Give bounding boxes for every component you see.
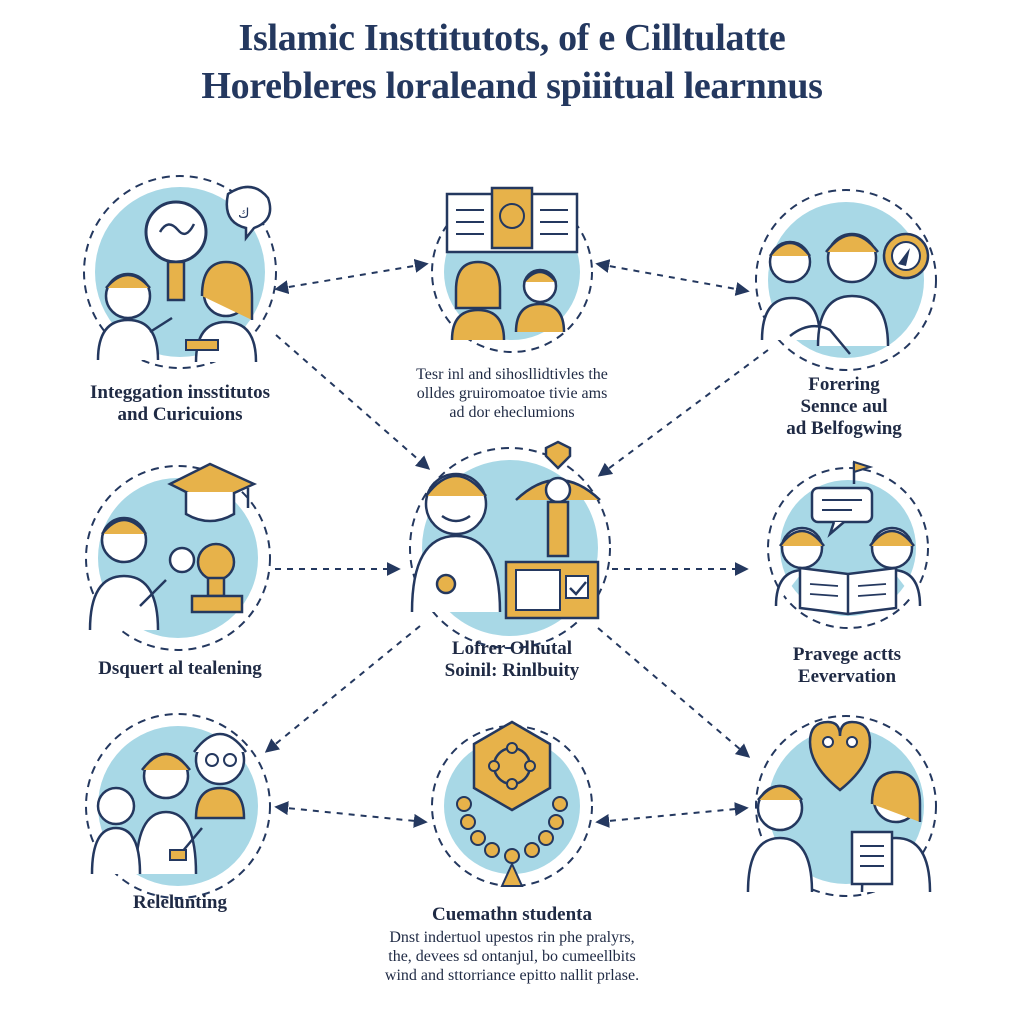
label-bottom-center: Cuemathn studenta [342, 904, 682, 926]
label-line: Lofrer Olhutal [451, 638, 573, 659]
desc-line: Tesr inl and sihosllidtivles the [416, 366, 608, 383]
label-line: Forering [808, 374, 880, 395]
label-line: and Curicuions [117, 404, 243, 425]
label-bottom-left: Relelunting [60, 892, 300, 914]
student-icon [450, 260, 506, 341]
desc-line: wind and sttorriance epitto nallit prlas… [384, 967, 640, 984]
document-icon [850, 830, 894, 886]
book-icon [445, 186, 579, 254]
desc-bottom-center: Dnst indertuol upestos rin phe pralyrs, … [322, 928, 702, 985]
svg-text:ك: ك [238, 206, 250, 222]
label-line: Dsquert al tealening [98, 658, 262, 679]
mosque-icon [515, 440, 601, 558]
prayer-beads-icon [456, 720, 568, 887]
desc-line: olldes gruiromoatoe tivie ams [416, 385, 608, 402]
label-line: Soinil: Rinlbuity [444, 660, 580, 681]
compass-icon [882, 232, 930, 280]
arrow-bottomcenter-bottomright [595, 802, 749, 828]
label-center: Lofrer Olhutal Soinil: Rinlbuity [372, 638, 652, 682]
chat-icon [810, 486, 874, 538]
heart-icon [808, 720, 872, 792]
graduation-cap-icon [167, 462, 258, 523]
label-line: Eevervation [797, 666, 897, 687]
node-middle-right [767, 460, 929, 629]
student-icon [96, 272, 173, 361]
teacher-icon [789, 232, 890, 355]
label-line: Sennce aul [800, 396, 888, 417]
node-bottom-center [431, 720, 593, 887]
label-line: Pravege actts [792, 644, 902, 665]
student-icon [868, 526, 922, 607]
label-top-right: Forering Sennce aul ad Belfogwing [724, 374, 964, 440]
student-icon [514, 268, 566, 333]
student-icon [760, 240, 822, 341]
arrow-topleft-center [275, 334, 431, 470]
label-line: Relelunting [133, 892, 227, 913]
node-top-left: ك [83, 175, 277, 369]
label-line: Integgation insstitutos [90, 382, 270, 403]
book-icon [798, 566, 898, 616]
teacher-icon [192, 732, 248, 820]
node-top-right [755, 189, 937, 371]
student-icon [746, 784, 814, 893]
student-icon [90, 786, 142, 875]
label-middle-right: Pravege actts Eevervation [712, 644, 982, 688]
node-top-center [431, 186, 593, 353]
connector-arrows [264, 258, 769, 828]
title-line-1: Islamic Insttitutots, of e Cilltulatte [238, 17, 786, 59]
arrow-topcenter-topright [595, 259, 750, 296]
flag-icon [852, 460, 874, 484]
arrow-center-bottomright [597, 627, 751, 758]
gear-icon [435, 573, 457, 595]
label-top-left: Integgation insstitutos and Curicuions [40, 382, 320, 426]
speech-bubble-icon: ك [225, 185, 272, 242]
teacher-icon [410, 472, 502, 613]
desc-line: Dnst indertuol upestos rin phe pralyrs, [389, 929, 635, 946]
student-icon [134, 752, 203, 875]
node-center [409, 440, 611, 649]
teacher-icon [88, 516, 167, 631]
desc-line: ad dor eheclumions [449, 404, 575, 421]
trophy-icon [168, 542, 244, 614]
label-middle-left: Dsquert al tealening [40, 658, 320, 680]
teacher-icon [185, 260, 258, 363]
label-line: ad Belfogwing [786, 418, 902, 439]
desc-line: the, devees sd ontanjul, bo cumeellbits [388, 948, 636, 965]
arrow-center-bottomleft [264, 625, 421, 753]
desc-top-center: Tesr inl and sihosllidtivles the olldes … [352, 365, 672, 422]
label-line: Cuemathn studenta [432, 904, 592, 925]
title-line-2: Horebleres loraleand spiiitual learnnus [201, 65, 823, 107]
node-middle-left [85, 462, 271, 651]
certificate-icon [504, 560, 600, 620]
arrow-topleft-topcenter [274, 258, 429, 295]
arrow-bottomleft-bottomcenter [274, 801, 428, 828]
node-bottom-right [746, 715, 937, 897]
node-bottom-left [85, 713, 271, 899]
magnifier-icon [144, 200, 208, 302]
